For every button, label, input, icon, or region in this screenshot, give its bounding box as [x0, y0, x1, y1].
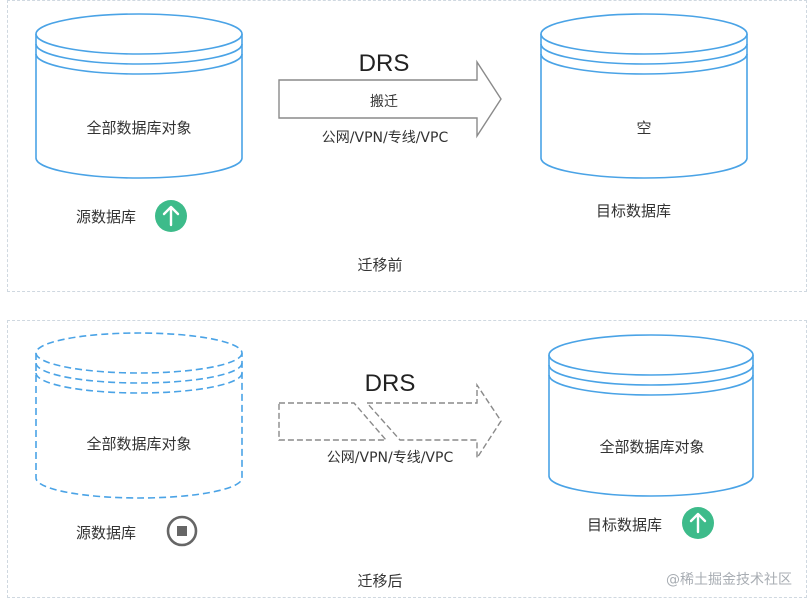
- source-db-label-after: 源数据库: [76, 524, 137, 542]
- caption-after: 迁移后: [357, 572, 403, 590]
- source-db-label-before: 源数据库: [76, 208, 137, 226]
- watermark: @稀土掘金技术社区: [666, 572, 792, 588]
- target-db-label-before: 目标数据库: [596, 202, 672, 220]
- network-label-before: 公网/VPN/专线/VPC: [321, 130, 449, 146]
- panel-after-migration: [7, 320, 807, 598]
- target-db-content-after: 全部数据库对象: [599, 438, 705, 456]
- arrow-action-label: 搬迁: [370, 94, 398, 110]
- drs-title-after: DRS: [364, 370, 416, 397]
- target-db-content-before: 空: [636, 119, 652, 137]
- migration-arrow-after: [278, 382, 502, 461]
- migration-arrow-before: [278, 59, 502, 139]
- drs-title-before: DRS: [358, 50, 410, 77]
- source-db-content-before: 全部数据库对象: [86, 119, 192, 137]
- target-database-after: [548, 334, 754, 497]
- source-db-content-after: 全部数据库对象: [86, 435, 192, 453]
- source-status-stop-icon: [166, 515, 198, 547]
- source-database-before: [35, 13, 243, 179]
- target-status-up-icon: [682, 507, 714, 539]
- source-status-up-icon: [155, 200, 187, 232]
- target-db-label-after: 目标数据库: [587, 516, 663, 534]
- panel-before-migration: [7, 0, 807, 292]
- source-database-after: [35, 332, 243, 499]
- network-label-after: 公网/VPN/专线/VPC: [326, 450, 454, 466]
- caption-before: 迁移前: [357, 256, 403, 274]
- target-database-before: [540, 13, 748, 179]
